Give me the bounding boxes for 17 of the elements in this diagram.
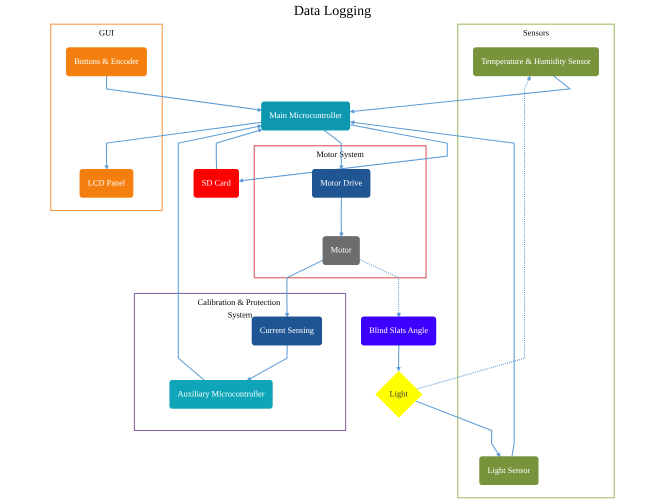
section-heading: Data Logging (294, 4, 372, 19)
arrow (350, 120, 515, 457)
arrow (104, 122, 262, 170)
arrow (238, 124, 448, 183)
arrow (284, 260, 324, 318)
arrow (339, 198, 344, 238)
arrow (416, 76, 531, 390)
arrow (106, 76, 262, 112)
arrow (246, 345, 288, 381)
arrow (396, 345, 401, 372)
arrow (360, 259, 402, 318)
arrow (178, 124, 262, 381)
arrow (350, 76, 572, 114)
arrow (415, 400, 500, 458)
node-diamond: Light (375, 370, 422, 418)
arrow (216, 128, 263, 170)
arrow (324, 130, 344, 170)
